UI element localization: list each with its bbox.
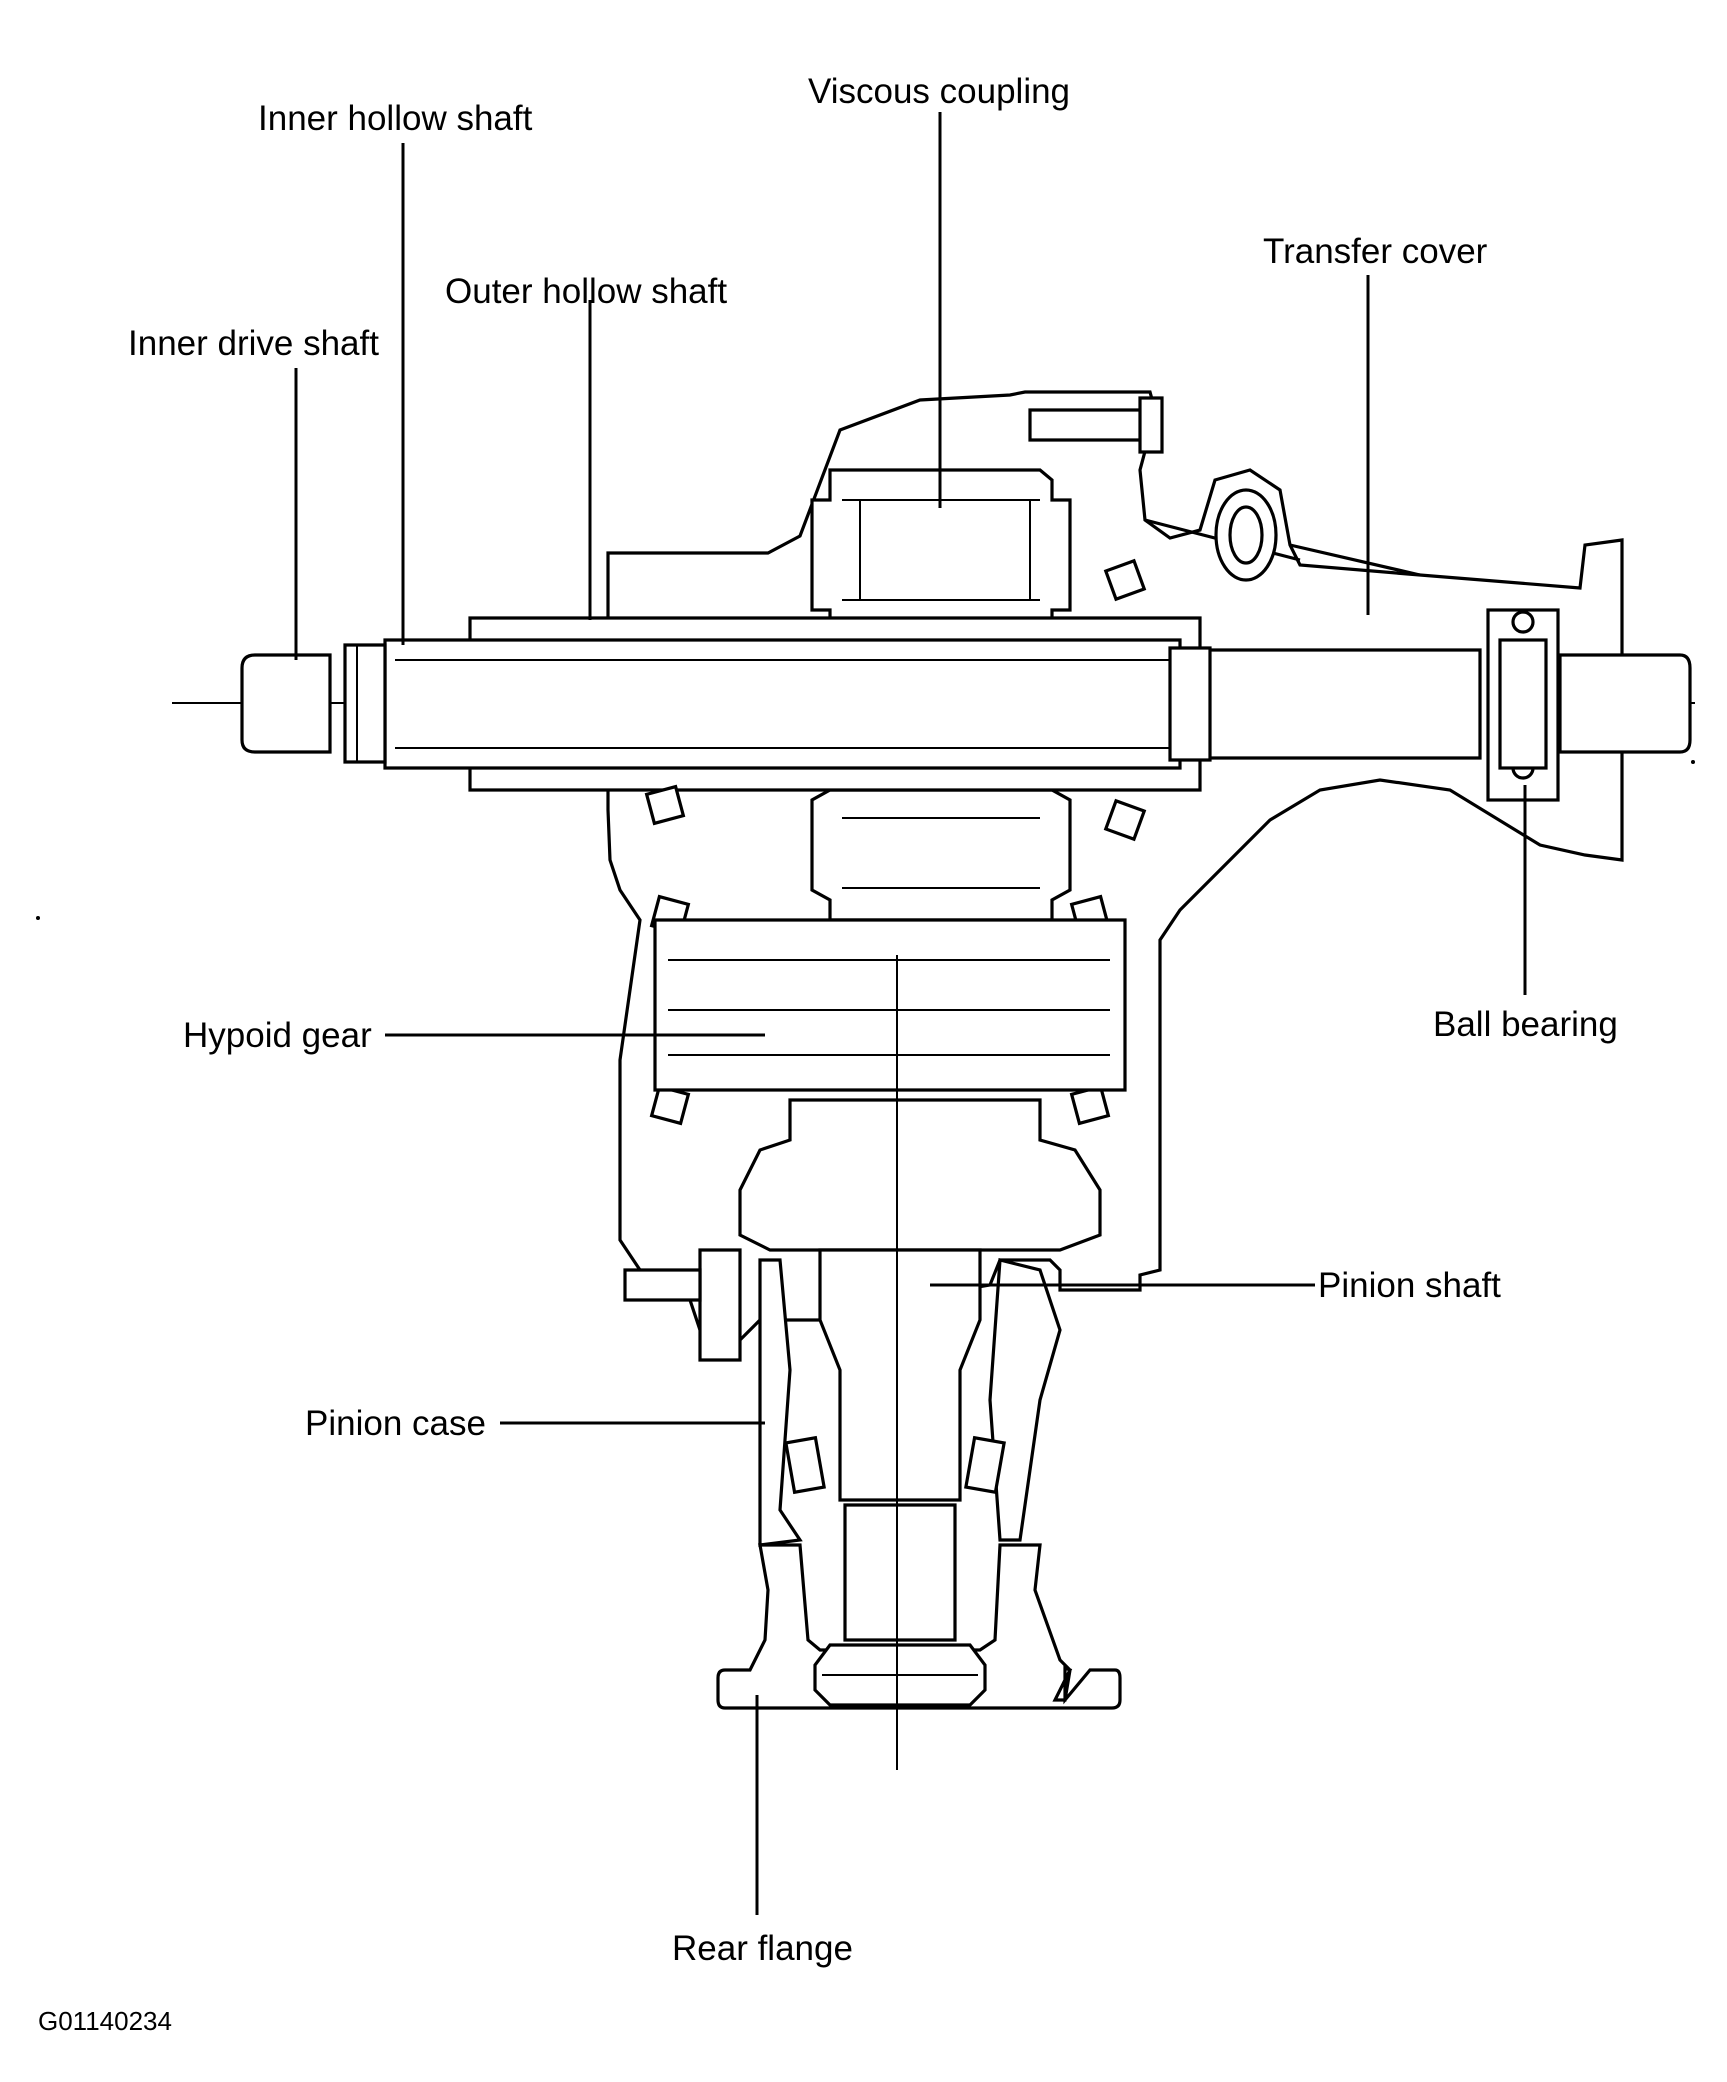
right-shaft-end (1558, 653, 1692, 754)
label-hypoid-gear: Hypoid gear (183, 1016, 372, 1055)
label-pinion-shaft: Pinion shaft (1318, 1266, 1501, 1305)
bearing-inner-ring (1498, 638, 1548, 770)
label-ball-bearing: Ball bearing (1433, 1005, 1618, 1044)
ball-upper (1511, 610, 1535, 634)
drive-shaft-collar (343, 643, 387, 764)
pinion-shaft-lower (843, 1503, 957, 1642)
cover-boss-inner (1228, 505, 1264, 565)
dot-left (36, 916, 40, 920)
viscous-coupling-lower (810, 788, 1072, 922)
transfer-cross-section (36, 390, 1695, 1770)
pinion-case-right (988, 1257, 1062, 1542)
right-output-shaft (1178, 648, 1482, 760)
dot-right (1691, 760, 1695, 764)
pinion-case-flange-left (623, 1268, 702, 1302)
shaft-step (1168, 646, 1212, 762)
inner-drive-shaft (240, 653, 332, 754)
label-inner-drive-shaft: Inner drive shaft (128, 324, 379, 363)
pinion-bearing-left (784, 1435, 826, 1495)
label-inner-hollow-shaft: Inner hollow shaft (258, 99, 533, 138)
ball-bearing-assembly (1486, 608, 1560, 802)
label-transfer-cover: Transfer cover (1263, 232, 1488, 271)
label-outer-hollow-shaft: Outer hollow shaft (445, 272, 727, 311)
pinion-case-bolt (698, 1248, 742, 1362)
leader-lines (294, 112, 1527, 1915)
label-pinion-case: Pinion case (305, 1404, 486, 1443)
top-bolt (1028, 396, 1164, 454)
pinion-head (738, 1098, 1102, 1252)
pinion-bearing-right (964, 1435, 1006, 1495)
pinion-shaft-body (818, 1248, 982, 1502)
labels: Viscous coupling Inner hollow shaft Tran… (38, 72, 1618, 2036)
cover-boss (1214, 488, 1278, 582)
figure-id: G01140234 (38, 2006, 172, 2036)
hypoid-gear (653, 918, 1127, 1092)
label-rear-flange: Rear flange (672, 1929, 853, 1968)
label-viscous-coupling: Viscous coupling (808, 72, 1070, 111)
